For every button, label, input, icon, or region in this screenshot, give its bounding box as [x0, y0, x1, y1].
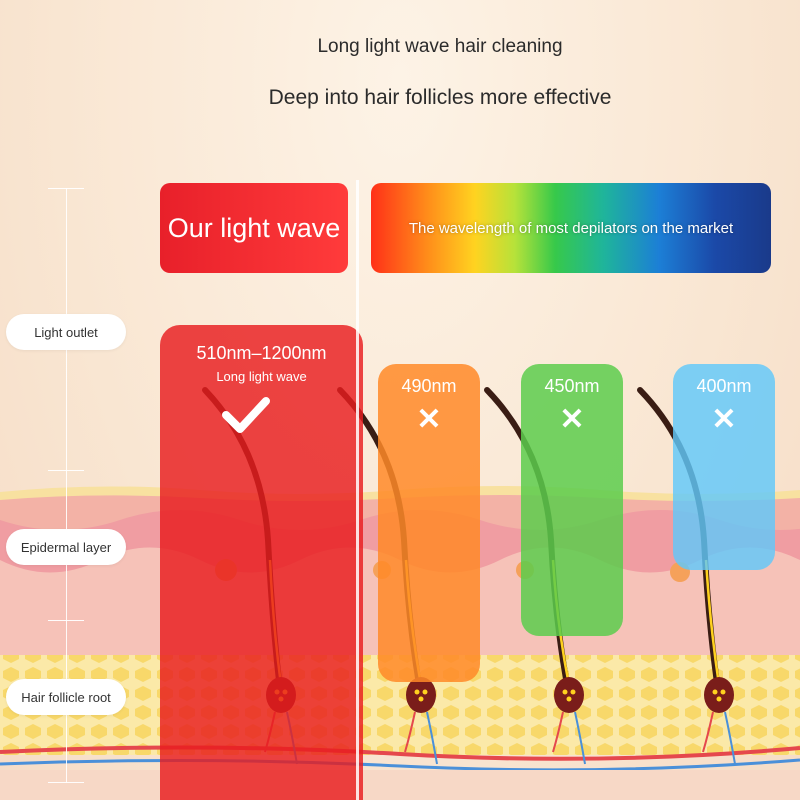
cross-icon: ✕ — [711, 403, 737, 436]
scale-tick — [48, 470, 84, 471]
blood-vessel-red — [0, 745, 800, 761]
our-wavelength-range: 510nm–1200nm — [196, 343, 327, 363]
our-light-wave-banner: Our light wave — [160, 183, 348, 273]
our-wavelength-desc: Long light wave — [216, 369, 307, 384]
cross-icon: ✕ — [559, 403, 585, 436]
depth-scale-line — [66, 188, 67, 783]
scale-tick — [48, 188, 84, 189]
market-wavelength-banner: The wavelength of most depilators on the… — [371, 183, 771, 273]
header-subtitle: Deep into hair follicles more effective — [268, 86, 612, 109]
wavelength-column-490: 490nm ✕ — [378, 364, 480, 682]
wavelength-column-400: 400nm ✕ — [673, 364, 775, 570]
check-icon — [222, 397, 270, 433]
wavelength-450-label: 450nm — [544, 376, 600, 396]
blood-vessel-blue — [0, 758, 800, 772]
wavelength-400-label: 400nm — [696, 376, 752, 396]
our-light-column: 510nm–1200nm Long light wave — [160, 325, 363, 800]
wavelength-490-label: 490nm — [401, 376, 457, 396]
header-title: Long light wave hair cleaning — [317, 36, 563, 57]
wavelength-column-450: 450nm ✕ — [521, 364, 623, 636]
scale-tick — [48, 620, 84, 621]
label-light-outlet: Light outlet — [6, 314, 126, 350]
divider-line — [356, 180, 359, 800]
scale-tick — [48, 782, 84, 783]
label-epidermal-layer: Epidermal layer — [6, 529, 126, 565]
deep-layer — [0, 770, 800, 800]
label-hair-follicle-root: Hair follicle root — [6, 679, 126, 715]
cross-icon: ✕ — [416, 403, 442, 436]
